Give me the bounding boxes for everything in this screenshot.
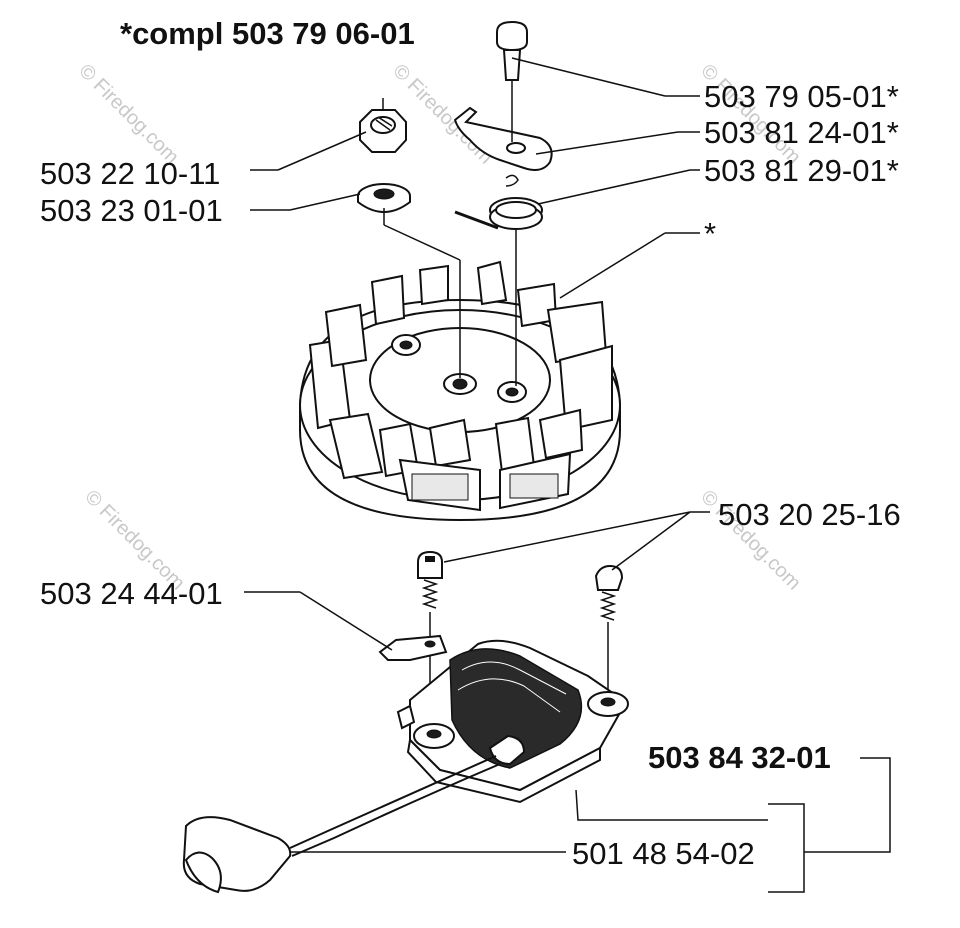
label-501-48-54-02: 501 48 54-02 [572,836,755,871]
screw-right [594,564,624,700]
ignition-module [396,639,629,804]
kit-title: *compl 503 79 06-01 [120,16,415,51]
label-503-81-29-01: 503 81 29-01* [704,153,899,188]
washer [357,183,411,213]
label-503-24-44-01: 503 24 44-01 [40,576,223,611]
pawl-pin [496,20,528,100]
label-503-84-32-01: 503 84 32-01 [648,740,831,775]
label-503-79-05-01: 503 79 05-01* [704,79,899,114]
flywheel [299,208,621,522]
label-503-23-01-01: 503 23 01-01 [40,193,223,228]
spark-plug-cap [182,755,501,894]
nut [359,98,407,153]
pawl [453,100,553,171]
part-labels: 503 79 05-01* 503 81 24-01* 503 81 29-01… [40,79,901,871]
terminal [378,634,448,661]
watermark: © Firedog.com [388,60,497,169]
label-503-81-24-01: 503 81 24-01* [704,115,899,150]
label-503-22-10-11: 503 22 10-11 [40,156,220,191]
leader-lines [244,57,891,893]
watermark: © Firedog.com [74,60,183,169]
spring [454,174,543,230]
label-503-20-25-16: 503 20 25-16 [718,497,901,532]
label-star: * [704,216,716,251]
